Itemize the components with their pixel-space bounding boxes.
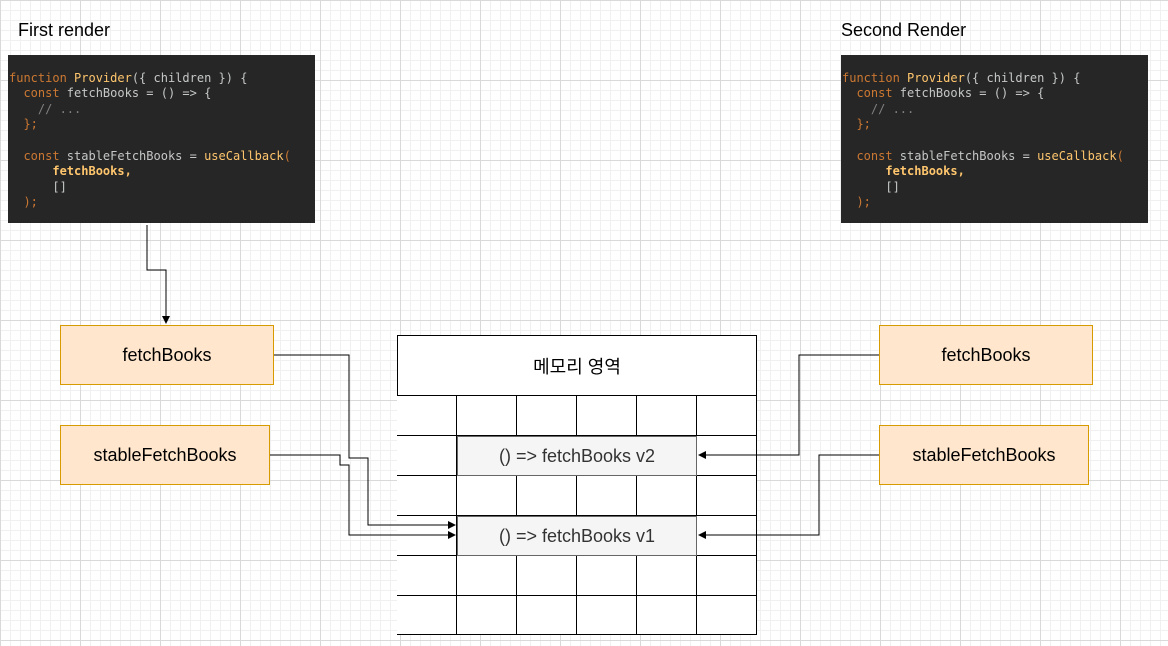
memory-grid-cell [637, 396, 697, 436]
memory-grid-cell [577, 476, 637, 516]
second-render-code-block: function Provider({ children }) { const … [841, 55, 1148, 223]
memory-grid-cell [517, 476, 577, 516]
memory-grid-cell [397, 476, 457, 516]
memory-grid-cell [697, 436, 756, 476]
first-stablefetchbooks-box: stableFetchBooks [60, 425, 270, 485]
memory-grid-cell [517, 556, 577, 596]
memory-grid-cell [697, 516, 756, 556]
second-fetchbooks-to-v2-arrow [698, 354, 879, 459]
memory-grid-cell [637, 596, 697, 634]
memory-grid-cell [457, 396, 517, 436]
memory-grid-cell [577, 596, 637, 634]
memory-area: 메모리 영역 () => fetchBooks v2 () => fetchBo… [397, 335, 757, 635]
first-render-code-block: function Provider({ children }) { const … [8, 55, 315, 223]
memory-grid-cell [397, 396, 457, 436]
second-stable-to-v1-arrow [698, 454, 879, 539]
memory-grid-cell [697, 556, 756, 596]
memory-grid-cell [577, 556, 637, 596]
memory-grid-cell [517, 396, 577, 436]
first-fetchbooks-to-v1-arrow [274, 354, 456, 529]
memory-cell-fetchbooks-v1: () => fetchBooks v1 [457, 516, 697, 556]
memory-grid-cell [397, 436, 457, 476]
code-to-fetchbooks-arrow [146, 225, 170, 324]
memory-grid-cell [577, 396, 637, 436]
memory-grid-cell [637, 556, 697, 596]
memory-area-title: 메모리 영역 [398, 336, 756, 396]
memory-grid-cell [697, 476, 756, 516]
memory-grid-cell [697, 396, 756, 436]
memory-grid-cell [457, 476, 517, 516]
memory-grid-cell [697, 596, 756, 634]
memory-grid-cell [637, 476, 697, 516]
memory-grid-cell [517, 596, 577, 634]
memory-grid-cell [397, 556, 457, 596]
first-fetchbooks-box: fetchBooks [60, 325, 274, 385]
second-stablefetchbooks-box: stableFetchBooks [879, 425, 1089, 485]
memory-grid-cell [397, 596, 457, 634]
first-render-title: First render [18, 20, 111, 40]
second-render-title: Second Render [841, 20, 967, 40]
memory-cell-fetchbooks-v2: () => fetchBooks v2 [457, 436, 697, 476]
memory-grid-cell [457, 596, 517, 634]
memory-grid-cell [457, 556, 517, 596]
first-stable-to-v1-arrow [270, 454, 456, 539]
memory-grid-cell [397, 516, 457, 556]
second-fetchbooks-box: fetchBooks [879, 325, 1093, 385]
